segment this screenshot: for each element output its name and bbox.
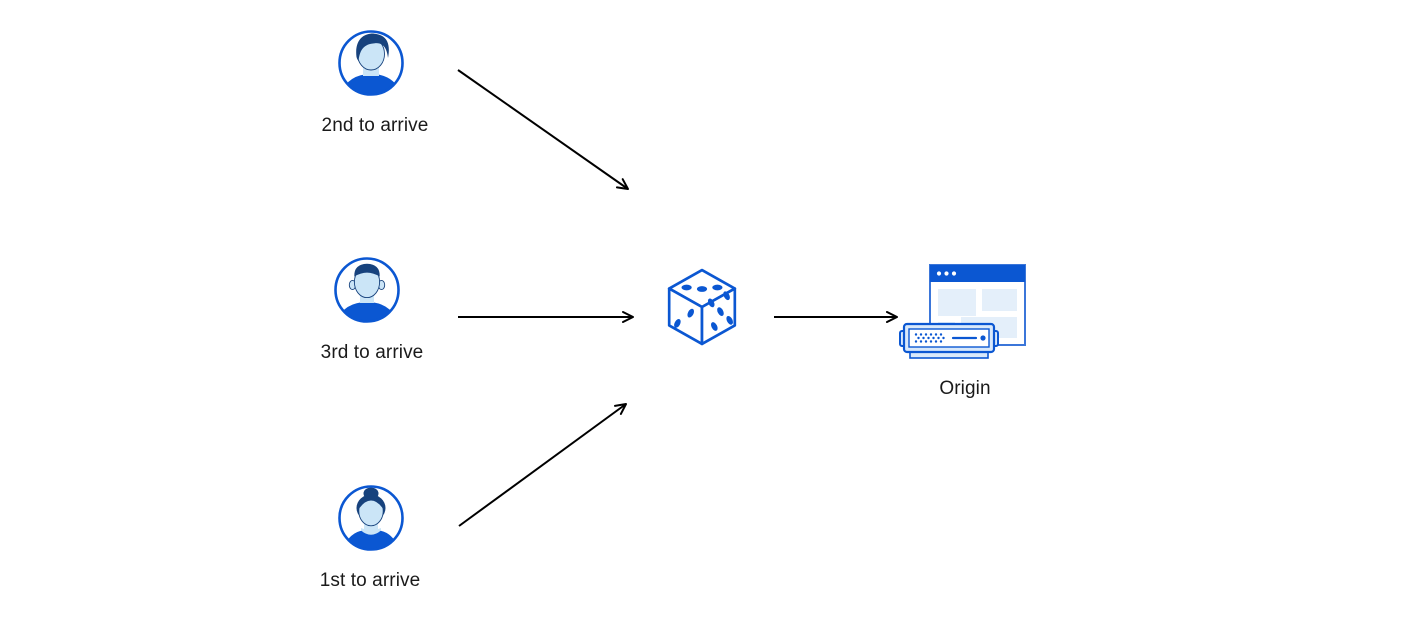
person-avatar-icon	[337, 484, 405, 552]
arrow-visitor-top-to-dice	[457, 69, 629, 190]
origin-label: Origin	[939, 378, 991, 399]
visitor-bottom-node	[337, 484, 405, 552]
person-avatar-icon	[337, 29, 405, 97]
visitor-bottom-label: 1st to arrive	[319, 570, 421, 591]
origin-server-icon	[897, 258, 1032, 368]
arrow-visitor-bottom-to-dice	[458, 403, 627, 527]
server-box	[899, 322, 999, 359]
visitor-middle-node	[333, 256, 401, 324]
visitor-top-label: 2nd to arrive	[321, 115, 429, 136]
dice-icon	[665, 267, 739, 347]
visitor-top-node	[337, 29, 405, 97]
origin-node	[897, 258, 1032, 368]
person-avatar-icon	[333, 256, 401, 324]
visitor-middle-label: 3rd to arrive	[320, 342, 424, 363]
dice-node	[665, 267, 739, 347]
